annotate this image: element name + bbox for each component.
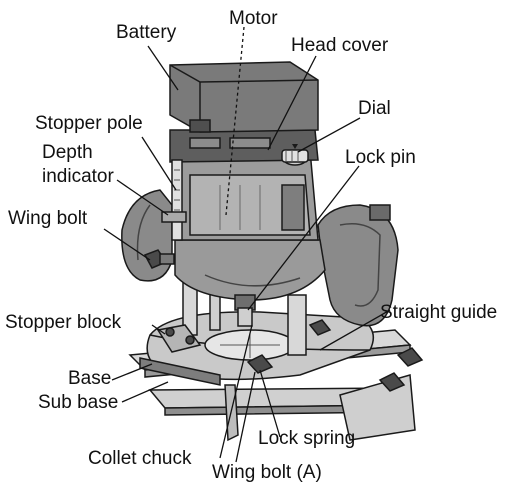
label-sub-base: Sub base (38, 392, 119, 413)
dial-illustration (281, 149, 309, 163)
label-lock-spring: Lock spring (258, 428, 356, 449)
motor-illustration (174, 149, 319, 241)
guide-wing-bolts (246, 319, 424, 392)
label-battery: Battery (116, 22, 177, 43)
label-lock-pin: Lock pin (345, 147, 416, 168)
label-motor: Motor (229, 8, 278, 29)
label-head-cover: Head cover (291, 35, 389, 56)
label-wing-bolt-a: Wing bolt (A) (212, 462, 322, 483)
label-wing-bolt: Wing bolt (8, 208, 88, 229)
wing-bolt-illustration (143, 249, 175, 269)
left-handle-illustration (121, 189, 173, 282)
label-base: Base (68, 368, 112, 389)
battery-illustration (169, 61, 319, 133)
label-collet-chuck: Collet chuck (88, 448, 192, 469)
stopper-block-illustration (156, 324, 202, 353)
dial-marker-icon (292, 144, 298, 149)
label-dial: Dial (358, 98, 391, 119)
stopper-pole-illustration (161, 159, 187, 241)
label-depth-indicator-line1: Depth (42, 142, 93, 163)
label-straight-guide: Straight guide (380, 302, 498, 323)
right-handle-illustration (317, 204, 399, 327)
lower-housing-illustration (174, 239, 326, 327)
leader-lines (103, 26, 391, 463)
label-stopper-block: Stopper block (5, 312, 122, 333)
label-depth-indicator-line2: indicator (42, 166, 114, 187)
label-stopper-pole: Stopper pole (35, 113, 143, 134)
